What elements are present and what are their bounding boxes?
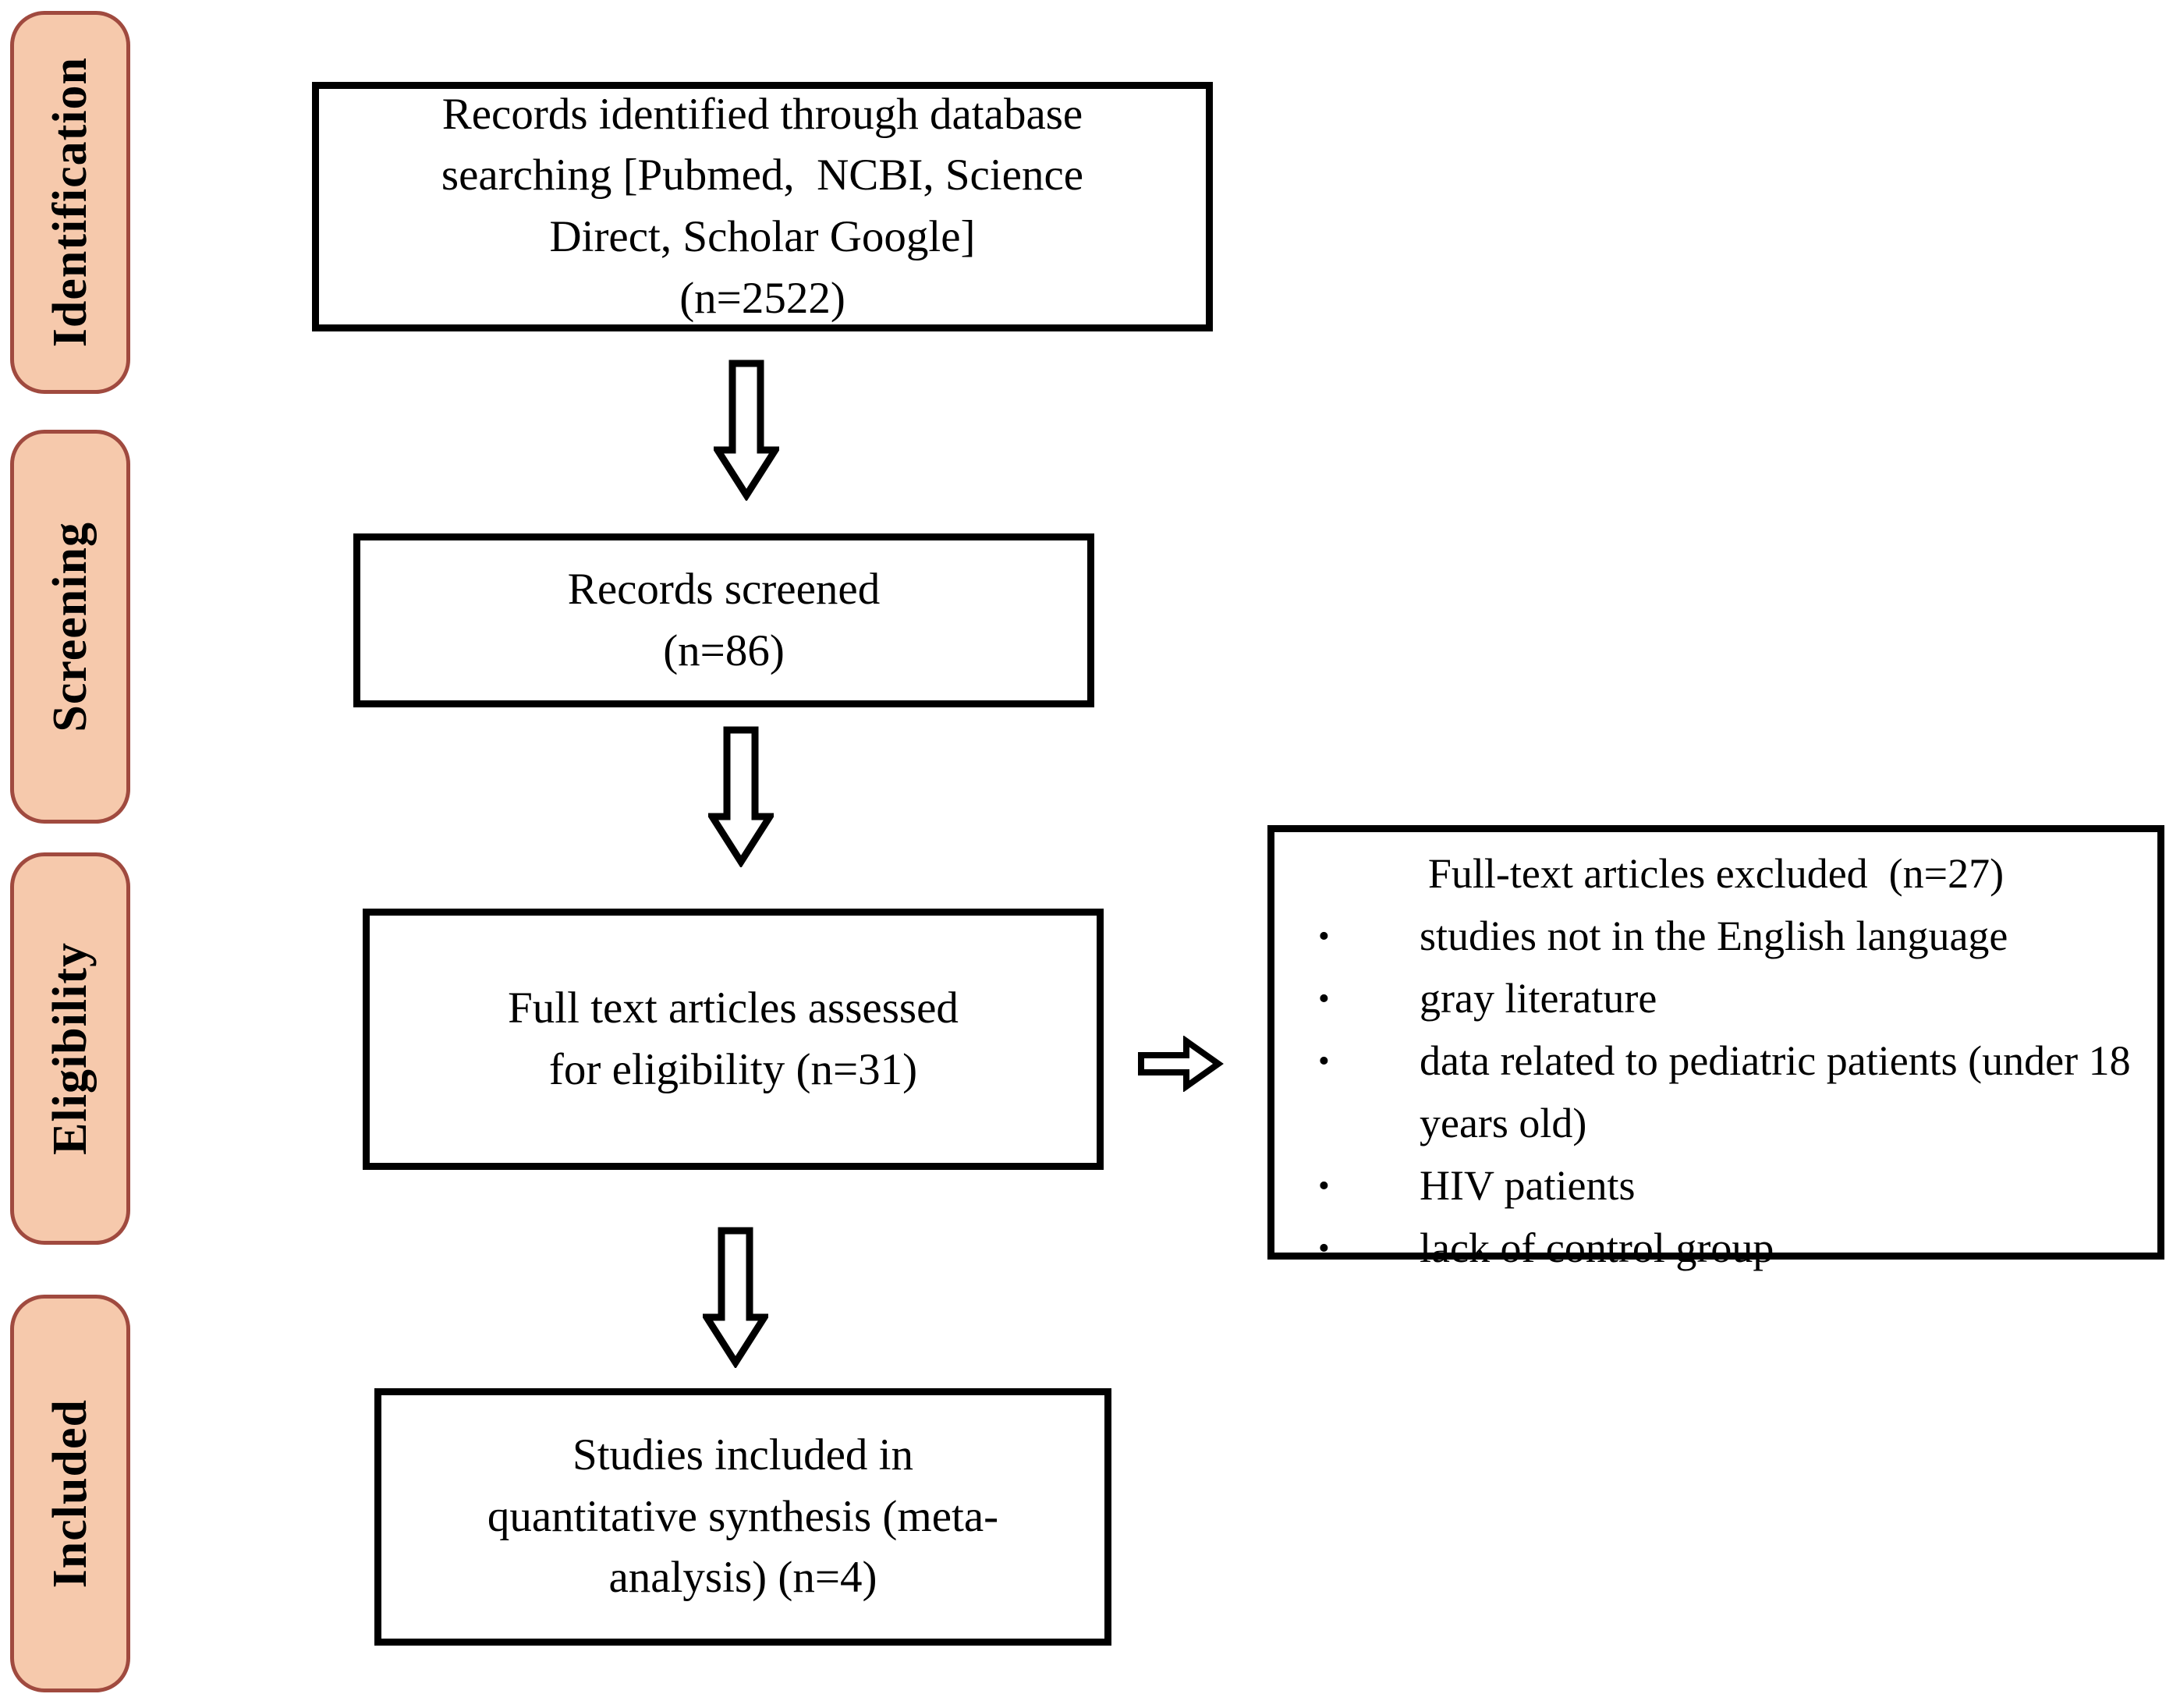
excluded-list: • studies not in the English language • … [1293, 905, 2139, 1280]
down-arrow-icon [703, 1227, 768, 1368]
down-arrow-icon [708, 726, 774, 867]
excluded-item-text: lack of control group [1420, 1224, 1774, 1271]
box-records-screened: Records screened (n=86) [353, 533, 1094, 707]
stage-identification: Identification [10, 11, 130, 394]
stage-label: Identification [43, 57, 97, 348]
down-arrow-icon [714, 360, 779, 501]
stage-label: Screening [43, 521, 97, 732]
list-item: • studies not in the English language [1318, 905, 2139, 968]
right-arrow-icon [1138, 1036, 1224, 1092]
box-studies-included: Studies included in quantitative synthes… [374, 1388, 1111, 1646]
box-fulltext-excluded: Full-text articles excluded (n=27) • stu… [1267, 825, 2164, 1271]
excluded-item-text: gray literature [1420, 974, 1657, 1022]
bullet-icon: • [1318, 1229, 1330, 1267]
bullet-icon: • [1318, 917, 1330, 955]
excluded-item-text: data related to pediatric patients (unde… [1420, 1036, 2131, 1146]
list-item: • gray literature [1318, 968, 2139, 1030]
stage-eligibility: Eligibility [10, 852, 130, 1245]
box-records-identified-text: Records identified through database sear… [441, 89, 1084, 323]
box-fulltext-assessed: Full text articles assessed for eligibil… [363, 909, 1104, 1170]
bullet-icon: • [1318, 980, 1330, 1017]
excluded-item-text: HIV patients [1420, 1161, 1636, 1209]
box-fulltext-assessed-text: Full text articles assessed for eligibil… [508, 983, 959, 1094]
box-studies-included-text: Studies included in quantitative synthes… [487, 1430, 999, 1603]
excluded-item-text: studies not in the English language [1420, 912, 2008, 959]
list-item: • data related to pediatric patients (un… [1318, 1030, 2139, 1155]
box-records-identified: Records identified through database sear… [312, 82, 1213, 331]
bullet-icon: • [1318, 1167, 1330, 1204]
stage-label: Included [43, 1398, 97, 1589]
box-records-screened-text: Records screened (n=86) [567, 564, 881, 675]
stage-label: Eligibility [43, 942, 97, 1155]
stage-screening: Screening [10, 430, 130, 824]
bullet-icon: • [1318, 1042, 1330, 1079]
list-item: • lack of control group [1318, 1217, 2139, 1280]
list-item: • HIV patients [1318, 1155, 2139, 1217]
excluded-title: Full-text articles excluded (n=27) [1427, 850, 2005, 897]
stage-included: Included [10, 1295, 130, 1692]
